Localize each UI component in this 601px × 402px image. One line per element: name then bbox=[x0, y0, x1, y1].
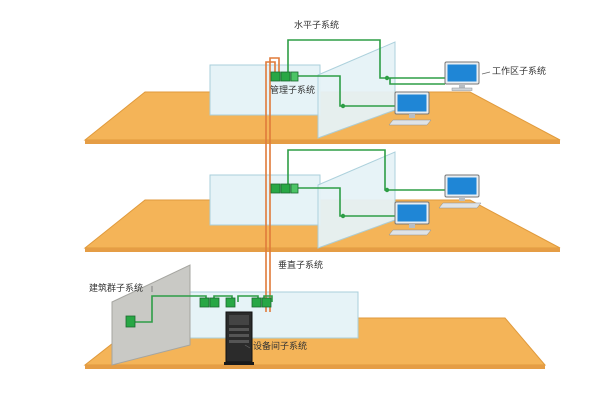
label-vertical-subsystem: 垂直子系统 bbox=[278, 261, 324, 271]
floor-middle bbox=[83, 151, 561, 252]
label-leaders bbox=[151, 71, 491, 349]
computer-icon bbox=[388, 201, 432, 236]
computer-icon bbox=[438, 174, 482, 209]
label-management-subsystem: 管理子系统 bbox=[270, 86, 316, 96]
distribution-modules-bottom bbox=[125, 297, 272, 328]
horizontal-cables-top bbox=[287, 39, 445, 107]
horizontal-cables-middle bbox=[287, 149, 445, 217]
computer-icon bbox=[444, 61, 480, 91]
management-modules-top bbox=[270, 71, 299, 82]
cable-junctions bbox=[340, 75, 390, 219]
floor-bottom bbox=[83, 264, 547, 369]
vertical-riser-cables bbox=[265, 57, 280, 312]
glass-wall-back-middle bbox=[209, 174, 321, 226]
management-modules-middle bbox=[270, 183, 299, 194]
label-building-group-subsystem: 建筑群子系统 bbox=[89, 284, 144, 294]
floor-top bbox=[83, 41, 561, 144]
computer-icon bbox=[388, 91, 432, 126]
label-equipment-room-subsystem: 设备间子系统 bbox=[253, 342, 308, 352]
label-workarea-subsystem: 工作区子系统 bbox=[492, 67, 547, 77]
server-cabinet bbox=[224, 311, 254, 365]
label-horizontal-subsystem: 水平子系统 bbox=[294, 21, 340, 31]
building-wall bbox=[111, 264, 191, 366]
